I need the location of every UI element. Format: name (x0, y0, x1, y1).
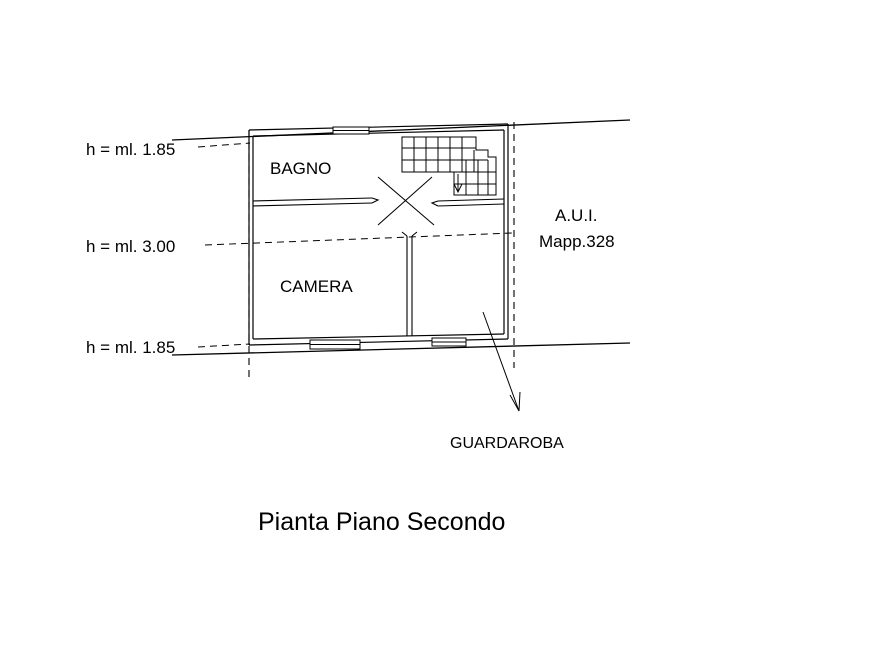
height-leader-middle (204, 232, 513, 246)
neighbor-label-line2: Mapp.328 (539, 232, 615, 251)
window-top (332, 126, 370, 135)
door-swing-marks (377, 176, 435, 226)
stair-icon (401, 136, 497, 196)
height-leader-bottom (197, 343, 251, 348)
room-label-camera: CAMERA (280, 277, 353, 296)
guardaroba-leader-arrow (482, 311, 521, 412)
height-label-bottom: h = ml. 1.85 (86, 338, 175, 357)
window-bottom-guardaroba (431, 337, 467, 347)
plan-title: Pianta Piano Secondo (258, 508, 505, 536)
interior-walls (252, 197, 505, 336)
top-boundary-line (171, 119, 631, 141)
exterior-walls (248, 123, 509, 346)
height-label-middle: h = ml. 3.00 (86, 237, 175, 256)
height-leader-top (197, 142, 251, 148)
window-bottom-camera (309, 339, 361, 350)
room-label-bagno: BAGNO (270, 159, 331, 178)
room-label-guardaroba: GUARDAROBA (450, 435, 564, 452)
height-label-top: h = ml. 1.85 (86, 140, 175, 159)
bottom-boundary-line (171, 342, 631, 356)
neighbor-label-line1: A.U.I. (555, 206, 598, 225)
